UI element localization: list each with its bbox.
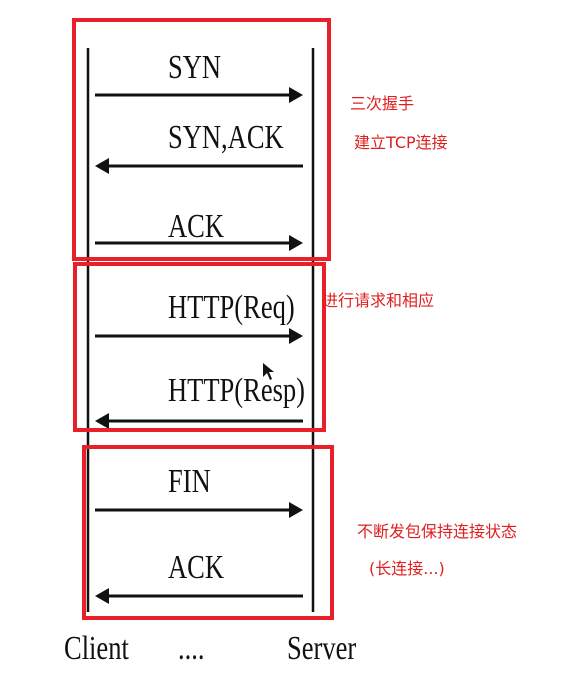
- ellipsis-label: ....: [178, 630, 205, 667]
- annotation-handshake-line1: 三次握手: [350, 94, 415, 113]
- message-arrow: [95, 87, 303, 103]
- message-arrow: [95, 328, 303, 344]
- msg-label-http-resp: HTTP(Resp): [168, 372, 306, 409]
- message-arrow: [95, 158, 303, 174]
- annotation-handshake-line2: 建立TCP连接: [354, 133, 448, 152]
- message-arrow: [95, 235, 303, 251]
- client-label: Client: [64, 630, 129, 667]
- annotation-keepalive-line1: 不断发包保持连接状态: [357, 522, 518, 541]
- message-arrows: [95, 87, 303, 604]
- message-arrow: [95, 588, 303, 604]
- msg-label-ack: ACK: [168, 208, 225, 245]
- message-arrow: [95, 413, 303, 429]
- request-response-highlight-box: [73, 262, 326, 432]
- msg-label-http-req: HTTP(Req): [168, 289, 295, 326]
- handshake-highlight-box: [72, 18, 331, 261]
- annotation-request-response: 进行请求和相应: [322, 291, 435, 310]
- msg-label-syn: SYN: [168, 49, 222, 86]
- mouse-cursor-icon: [263, 363, 274, 380]
- message-arrow: [95, 502, 303, 518]
- keepalive-highlight-box: [82, 445, 334, 620]
- msg-label-ack-final: ACK: [168, 549, 225, 586]
- annotation-keepalive-line2: (长连接...): [369, 559, 445, 578]
- msg-label-syn-ack: SYN,ACK: [168, 119, 284, 156]
- server-label: Server: [287, 630, 357, 667]
- msg-label-fin: FIN: [168, 463, 211, 500]
